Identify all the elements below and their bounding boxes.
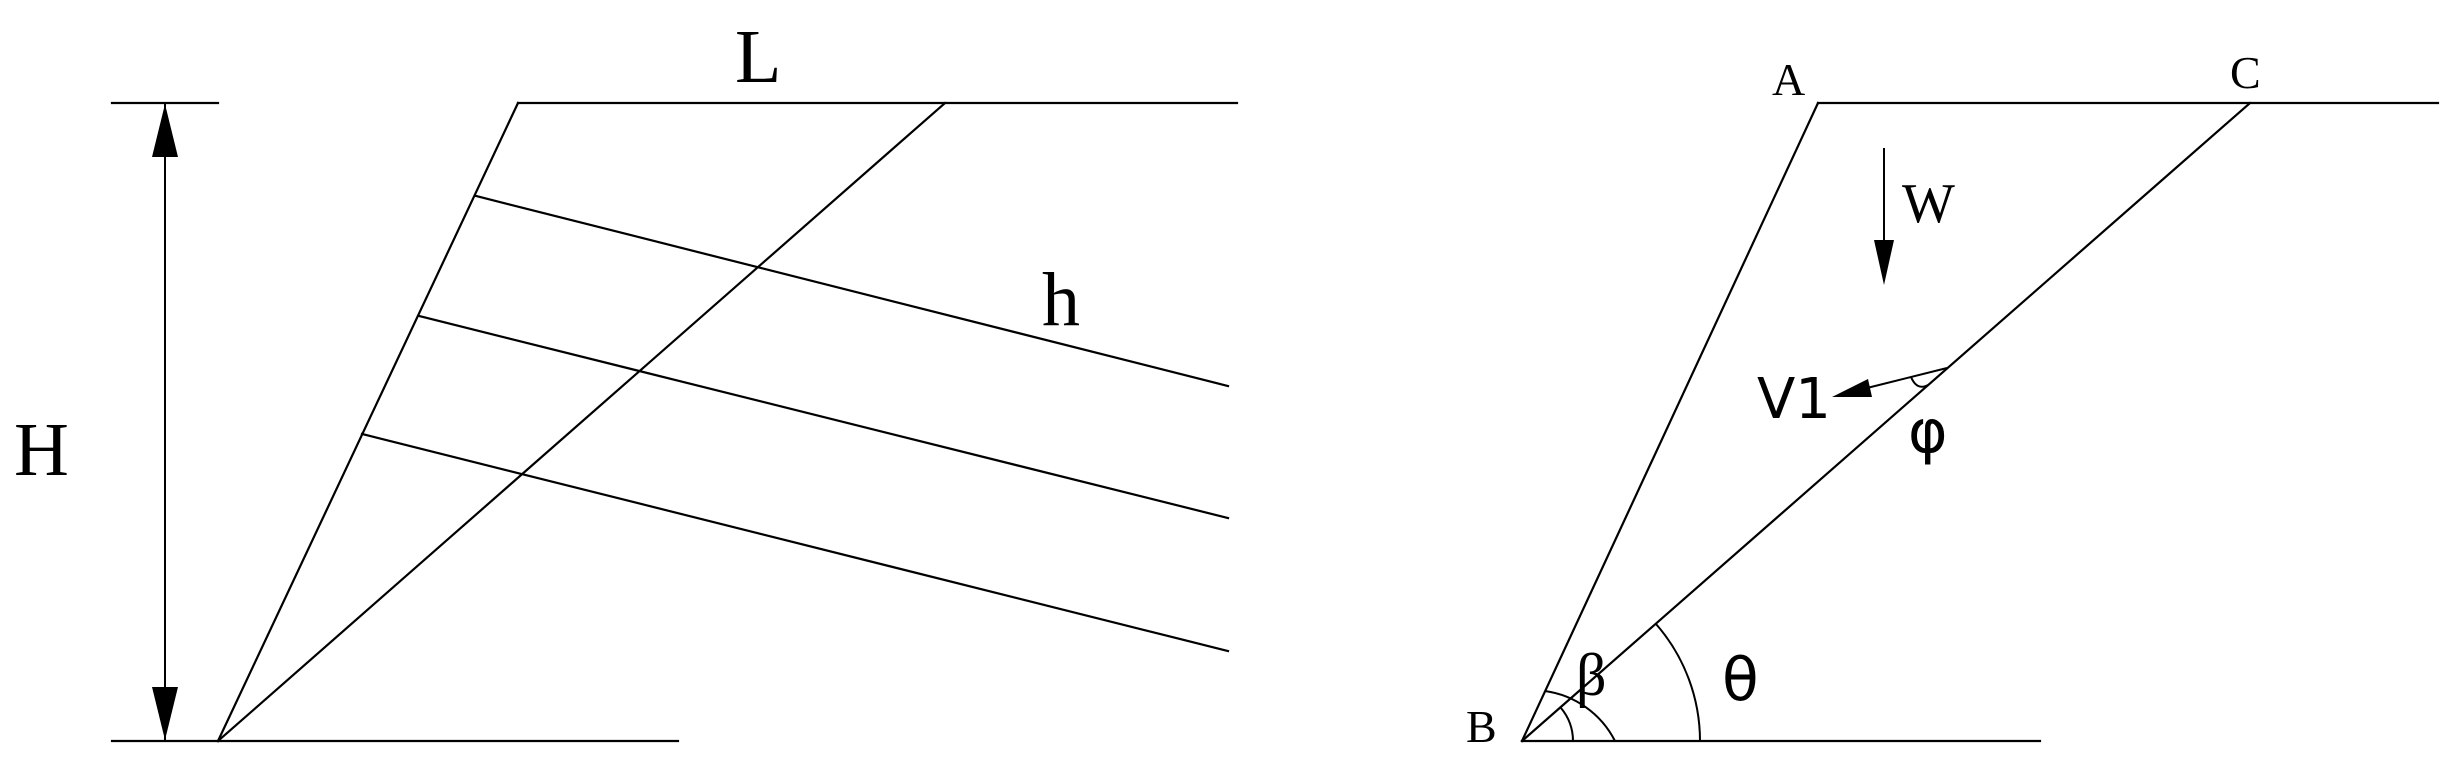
slope-angle-label: θ — [1722, 645, 1759, 715]
failure-plane-line — [216, 101, 947, 743]
friction-angle-label: φ — [1908, 397, 1948, 467]
point-b-label: B — [1466, 701, 1497, 752]
failure-plane-bc — [1520, 101, 2252, 743]
dimension-arrow-up-icon — [152, 104, 178, 157]
right-figure: A C B W V1 φ β θ — [1466, 47, 2440, 752]
layer-label: h — [1042, 258, 1080, 342]
layer-line-3 — [360, 432, 1230, 653]
slope-face-line — [216, 101, 520, 743]
wedge-angle-arc-inner — [1560, 707, 1574, 742]
force-v1-arrow-head-icon — [1832, 379, 1872, 397]
force-v1-arrow-shaft — [1866, 367, 1948, 389]
slope-angle-arc — [1655, 623, 1701, 742]
weight-arrow-head-icon — [1874, 240, 1894, 285]
left-figure: L H h — [14, 15, 1239, 743]
force-v1-label: V1 — [1757, 367, 1831, 432]
layer-line-1 — [474, 194, 1230, 388]
dimension-arrow-down-icon — [152, 687, 178, 740]
layer-line-2 — [417, 314, 1230, 520]
point-a-label: A — [1772, 54, 1805, 105]
weight-label: W — [1902, 173, 1955, 235]
length-label: L — [735, 15, 781, 99]
friction-angle-arc — [1910, 376, 1929, 388]
wedge-angle-arc-outer — [1544, 690, 1616, 742]
wedge-angle-label: β — [1576, 642, 1607, 708]
height-label: H — [14, 408, 69, 492]
point-c-label: C — [2230, 47, 2261, 98]
slope-face-ab — [1520, 101, 1820, 743]
